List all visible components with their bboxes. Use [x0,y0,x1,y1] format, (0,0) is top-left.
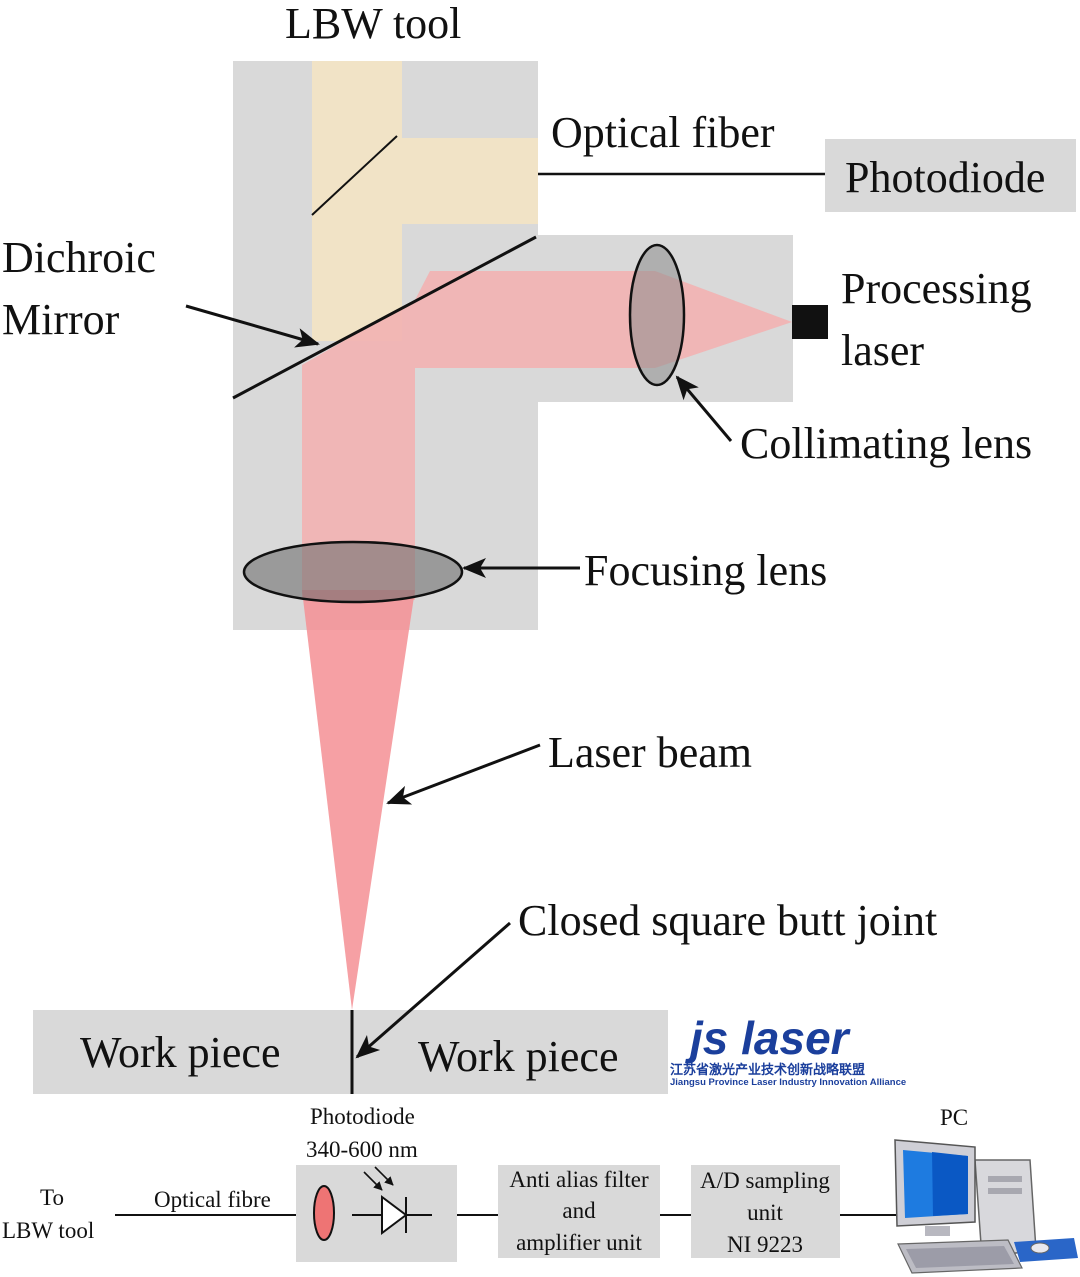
label-filter-line3: amplifier unit [516,1230,642,1255]
diode-symbol-icon [352,1166,432,1235]
label-ad-line3: NI 9223 [727,1232,803,1257]
photodiode-fiber-end [313,1185,335,1241]
label-laser: laser [841,326,924,375]
work-pieces [33,1010,668,1094]
laser-beam-arrow [386,743,541,805]
js-laser-logo: js laser 江苏省激光产业技术创新战略联盟 Jiangsu Provinc… [670,1012,906,1088]
logo-name: js laser [685,1012,851,1064]
label-optical-fiber: Optical fiber [551,108,775,157]
collimating-lens [628,243,686,387]
internal-laser-beam [302,271,792,600]
label-collimating-lens: Collimating lens [740,419,1032,468]
label-dichroic: Dichroic [2,233,156,282]
label-focusing-lens: Focusing lens [584,546,827,595]
logo-english: Jiangsu Province Laser Industry Innovati… [670,1077,906,1088]
signal-pipeline [115,1139,1078,1274]
label-closed-butt-joint: Closed square butt joint [518,896,937,945]
label-photodiode-range: 340-600 nm [306,1137,418,1162]
laser-beam-cone [302,590,415,1010]
label-lbw-tool: LBW tool [285,0,461,48]
label-photodiode: Photodiode [845,153,1045,202]
label-ad-line1: A/D sampling [700,1168,830,1193]
label-to: To [40,1185,64,1210]
label-pc: PC [940,1105,968,1130]
label-filter-line2: and [562,1198,596,1223]
focusing-lens [242,540,464,604]
label-work-piece-left: Work piece [80,1028,280,1077]
label-laser-beam: Laser beam [548,728,752,777]
label-filter-line1: Anti alias filter [509,1167,649,1192]
label-optical-fibre: Optical fibre [154,1187,271,1212]
label-ad-line2: unit [747,1200,783,1225]
label-mirror: Mirror [2,295,120,344]
dichroic-arrow [185,304,320,348]
label-work-piece-right: Work piece [418,1032,618,1081]
butt-joint-arrow [355,921,511,1059]
logo-chinese: 江苏省激光产业技术创新战略联盟 [670,1062,865,1078]
photodiode-box [825,139,1076,212]
ad-sampling-box [691,1165,840,1258]
collimating-arrow [675,375,733,442]
label-to-lbw-tool: LBW tool [2,1218,94,1243]
anti-alias-filter-box [498,1165,660,1258]
fiber-mirror [311,135,398,216]
pc-icon [894,1139,1078,1274]
label-pipeline-photodiode: Photodiode [310,1104,415,1129]
processing-laser-source [792,305,828,339]
label-processing: Processing [841,264,1032,313]
dichroic-mirror [232,235,537,400]
